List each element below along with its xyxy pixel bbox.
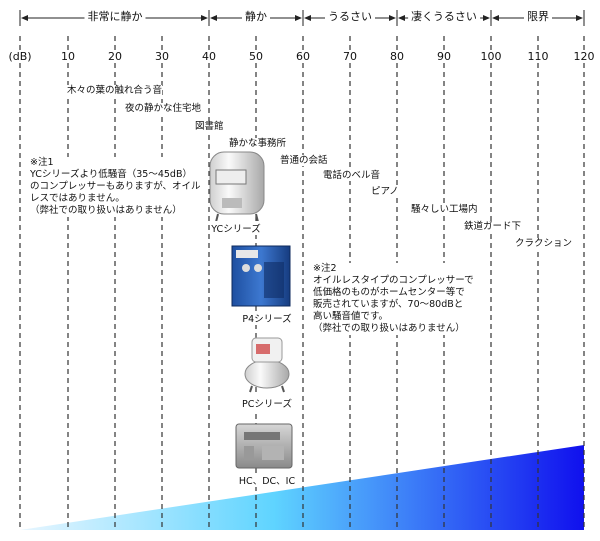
loudness-wedge: [20, 445, 584, 530]
tick-label: 20: [108, 50, 122, 63]
example-railway: 鉄道ガード下: [464, 221, 522, 232]
product-label-p4: P4シリーズ: [242, 311, 292, 325]
tick-label: 30: [155, 50, 169, 63]
tick-label: 120: [573, 50, 595, 63]
zone-label-very-quiet: 非常に静か: [84, 10, 146, 24]
tick-label: 60: [296, 50, 310, 63]
scale-unit: (dB): [8, 50, 32, 63]
tick-label: 100: [480, 50, 502, 63]
example-quiet-office: 静かな事務所: [229, 138, 287, 149]
tick-label: 40: [202, 50, 216, 63]
zone-label-quiet: 静か: [242, 10, 270, 24]
example-leaves: 木々の葉の触れ合う音: [67, 85, 163, 96]
example-library: 図書館: [195, 121, 224, 132]
tick-label: 70: [343, 50, 357, 63]
example-piano: ピアノ: [371, 186, 399, 197]
zone-label-very-noisy: 凄くうるさい: [408, 10, 480, 24]
zone-label-limit: 限界: [524, 10, 552, 24]
product-label-yc: YCシリーズ: [211, 221, 261, 235]
product-label-hc-dc-ic: HC、DC、IC: [238, 473, 296, 487]
example-quiet-residential: 夜の静かな住宅地: [125, 103, 202, 114]
example-phone-bell: 電話のベル音: [323, 170, 381, 181]
example-conversation: 普通の会話: [280, 155, 328, 166]
tick-label: 80: [390, 50, 404, 63]
zone-label-noisy: うるさい: [325, 10, 375, 24]
example-factory: 騒々しい工場内: [411, 204, 478, 215]
vertical-grid: [19, 36, 585, 530]
example-horn: クラクション: [515, 238, 573, 249]
tick-label: 110: [527, 50, 549, 63]
tick-label: 90: [437, 50, 451, 63]
tick-label: 50: [249, 50, 263, 63]
tick-label: 10: [61, 50, 75, 63]
product-label-pc: PCシリーズ: [242, 396, 292, 410]
